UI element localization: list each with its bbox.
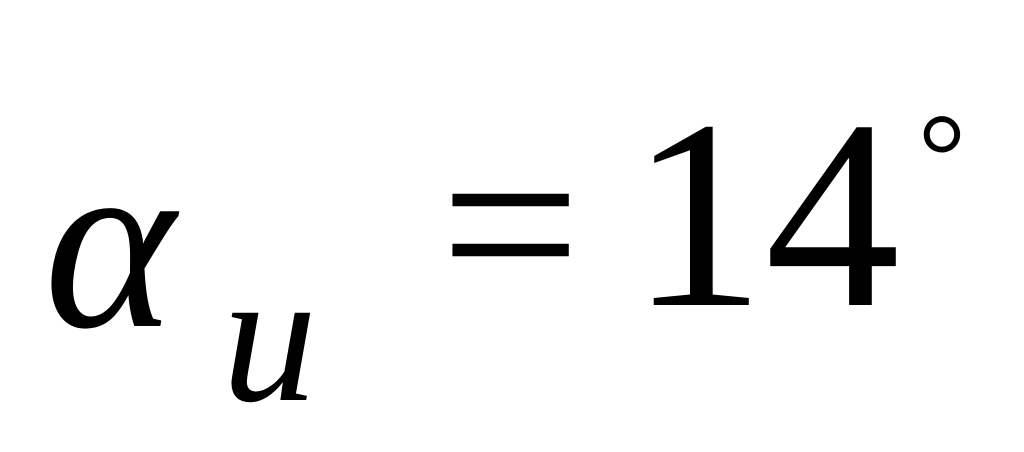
- degree-symbol: °: [918, 89, 966, 222]
- equals-sign: =: [440, 86, 581, 363]
- angle-value: 14: [630, 65, 900, 364]
- subscript-u: u: [222, 232, 317, 442]
- alpha-symbol: α: [44, 104, 176, 381]
